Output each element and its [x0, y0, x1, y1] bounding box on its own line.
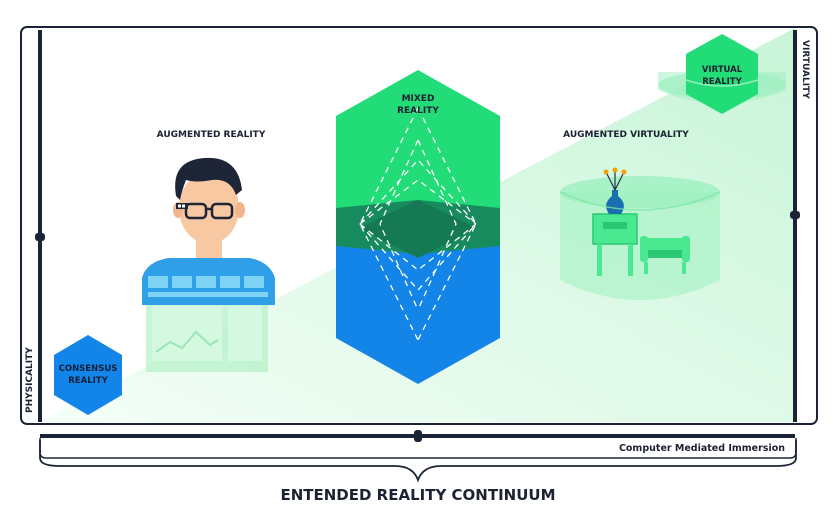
- virtuality-label: VIRTUALITY: [800, 40, 810, 99]
- person-with-ar-glasses-icon: [142, 157, 275, 372]
- physicality-axis-knob: [35, 233, 45, 241]
- mixed-reality-overlap-core: [359, 200, 477, 258]
- virtuality-axis-knob: [790, 211, 800, 219]
- virtual-reality-node: [658, 34, 786, 114]
- mixed-reality-label-1: MIXED: [402, 94, 435, 104]
- consensus-reality-label-1: CONSENSUS: [59, 364, 118, 374]
- augmented-virtuality-label: AUGMENTED VIRTUALITY: [563, 130, 689, 140]
- mixed-reality-dashed-lines: [359, 107, 477, 341]
- virtual-reality-label-2: REALITY: [702, 77, 742, 87]
- consensus-reality-label-2: REALITY: [68, 376, 108, 386]
- virtual-reality-label-1: VIRTUAL: [702, 65, 743, 75]
- physicality-label: PHYSICALITY: [25, 347, 35, 413]
- virtual-room-with-furniture-icon: [559, 167, 721, 300]
- continuum-title: ENTENDED REALITY CONTINUUM: [280, 486, 555, 504]
- mixed-reality-label-2: REALITY: [397, 106, 439, 116]
- virtual-reality-hex: [686, 34, 758, 114]
- consensus-reality-hex: [54, 335, 122, 415]
- continuum-brace: [39, 440, 797, 483]
- augmented-reality-label: AUGMENTED REALITY: [157, 130, 266, 140]
- immersion-label: Computer Mediated Immersion: [619, 443, 785, 454]
- immersion-axis-knob: [414, 430, 422, 442]
